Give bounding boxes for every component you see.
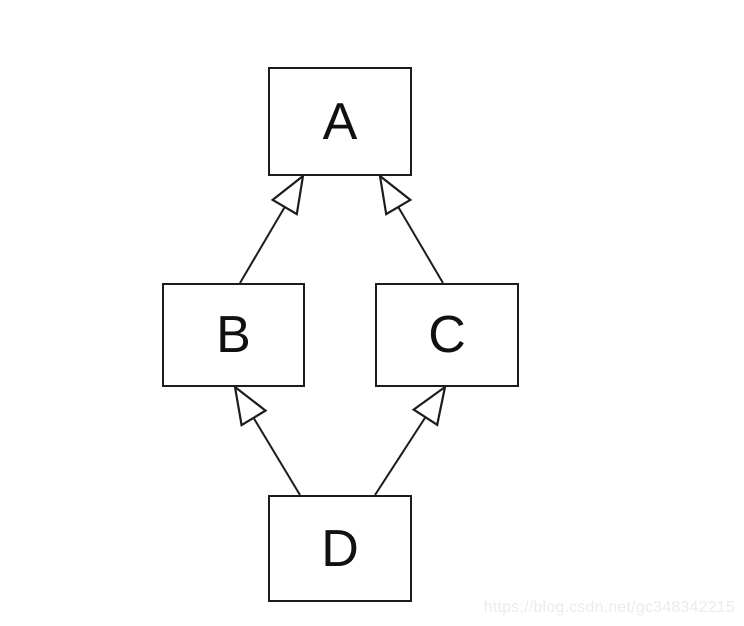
class-label-b: B [216, 306, 251, 364]
watermark-text: https://blog.csdn.net/gc348342215 [483, 599, 735, 616]
class-box-a: A [268, 67, 412, 176]
class-label-a: A [322, 92, 358, 151]
edge-d-to-b [235, 387, 301, 496]
edges-group [235, 176, 445, 496]
edge-d-to-c [374, 387, 445, 496]
class-label-c: C [428, 306, 466, 364]
class-box-b: B [162, 283, 305, 387]
edge-b-to-a [239, 176, 303, 284]
class-box-c: C [375, 283, 519, 387]
edge-c-to-a [380, 176, 444, 284]
class-label-d: D [321, 519, 359, 578]
class-box-d: D [268, 495, 412, 602]
